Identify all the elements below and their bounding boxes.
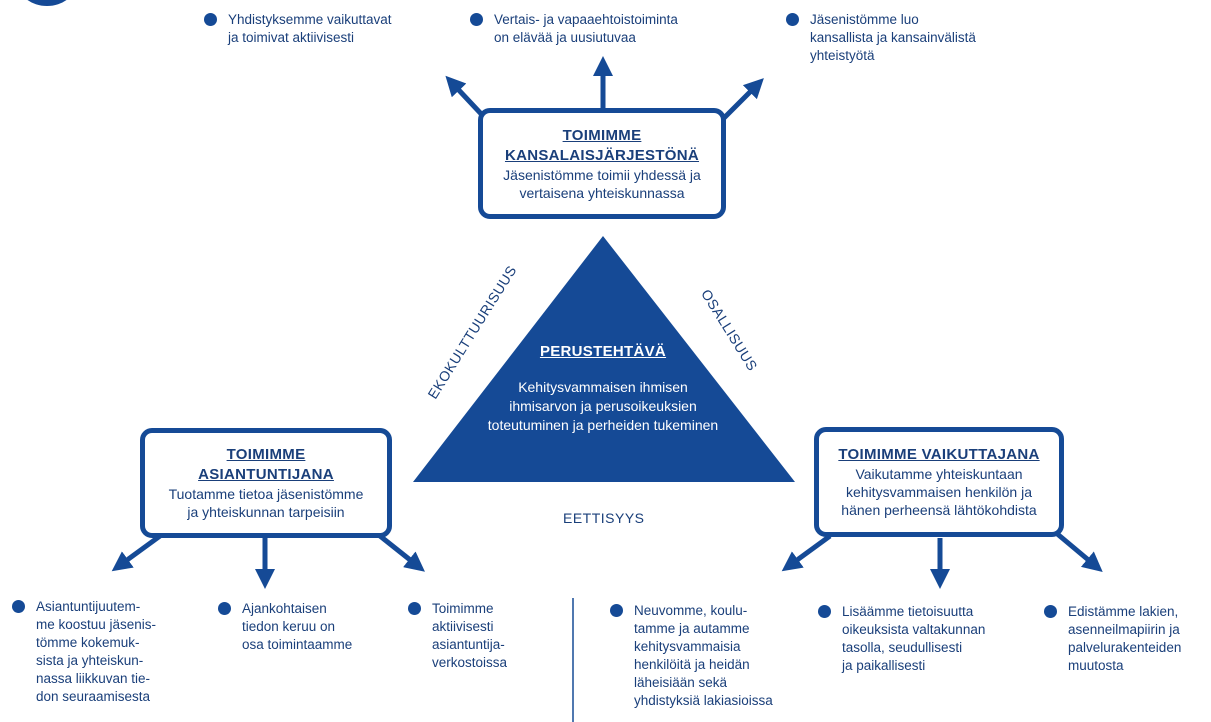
right-bullet-2: Lisäämme tietoisuutta oikeuksista valtak… <box>818 603 1028 675</box>
left-bullet-1: Asiantuntijuutem- me koostuu jäsenis- tö… <box>12 598 192 706</box>
right-bullet-1-text: Neuvomme, koulu- tamme ja autamme kehity… <box>634 603 773 708</box>
left-bullet-1-text: Asiantuntijuutem- me koostuu jäsenis- tö… <box>36 599 157 704</box>
triangle-title: PERUSTEHTÄVÄ <box>539 343 667 360</box>
left-bullet-3-text: Toimimme aktiivisesti asiantuntija- verk… <box>432 601 508 670</box>
top-bullet-2-text: Vertais- ja vapaaehtoistoiminta on elävä… <box>494 12 678 45</box>
bullet-dot-icon <box>408 602 421 615</box>
box-civic-organization: TOIMIMME KANSALAISJÄRJESTÖNÄ Jäsenistömm… <box>478 108 726 219</box>
arrow-left-1 <box>111 533 162 572</box>
top-bullet-1: Yhdistyksemme vaikuttavat ja toimivat ak… <box>204 11 424 47</box>
box-expert: TOIMIMME ASIANTUNTIJANA Tuotamme tietoa … <box>140 428 392 538</box>
organization-logo <box>18 0 76 6</box>
arrow-right-1 <box>781 533 832 572</box>
bullet-dot-icon <box>786 13 799 26</box>
right-bullet-3: Edistämme lakien, asenneilmapiirin ja pa… <box>1044 603 1209 675</box>
box-expert-body: Tuotamme tietoa jäsenistömme ja yhteisku… <box>168 486 364 520</box>
core-triangle <box>413 236 795 482</box>
bullet-dot-icon <box>470 13 483 26</box>
top-bullet-2: Vertais- ja vapaaehtoistoiminta on elävä… <box>470 11 710 47</box>
bullet-dot-icon <box>218 602 231 615</box>
triangle-content: PERUSTEHTÄVÄ Kehitysvammaisen ihmisen ih… <box>455 342 751 435</box>
arrow-left-3 <box>378 534 425 572</box>
box-expert-title-1: TOIMIMME <box>226 446 306 463</box>
bullet-dot-icon <box>1044 605 1057 618</box>
box-civic-title-1: TOIMIMME <box>562 126 642 144</box>
bullet-dot-icon <box>12 600 25 613</box>
right-bullet-2-text: Lisäämme tietoisuutta oikeuksista valtak… <box>842 604 986 673</box>
arrow-top-right <box>722 78 764 120</box>
left-bullet-3: Toimimme aktiivisesti asiantuntija- verk… <box>408 600 558 672</box>
box-expert-title-2: ASIANTUNTIJANA <box>198 466 334 483</box>
triangle-body: Kehitysvammaisen ihmisen ihmisarvon ja p… <box>487 379 719 433</box>
right-bullet-1: Neuvomme, koulu- tamme ja autamme kehity… <box>610 602 810 710</box>
box-civic-title-2: KANSALAISJÄRJESTÖNÄ <box>504 146 700 164</box>
left-bullet-2: Ajankohtaisen tiedon keruu on osa toimin… <box>218 600 398 654</box>
box-influencer-body: Vaikutamme yhteiskuntaan kehitysvammaise… <box>841 466 1037 518</box>
bullet-dot-icon <box>818 605 831 618</box>
right-bullet-3-text: Edistämme lakien, asenneilmapiirin ja pa… <box>1068 604 1182 673</box>
label-eettisyys: EETTISYYS <box>563 510 645 526</box>
box-influencer-title: TOIMIMME VAIKUTTAJANA <box>838 446 1040 463</box>
bullet-dot-icon <box>610 604 623 617</box>
bullet-dot-icon <box>204 13 217 26</box>
arrow-right-3 <box>1053 530 1103 572</box>
box-civic-body: Jäsenistömme toimii yhdessä ja vertaisen… <box>503 166 701 201</box>
top-bullet-3-text: Jäsenistömme luo kansallista ja kansainv… <box>810 12 976 63</box>
left-bullet-2-text: Ajankohtaisen tiedon keruu on osa toimin… <box>242 601 353 652</box>
top-bullet-3: Jäsenistömme luo kansallista ja kansainv… <box>786 11 1016 65</box>
box-influencer: TOIMIMME VAIKUTTAJANA Vaikutamme yhteisk… <box>814 427 1064 537</box>
top-bullet-1-text: Yhdistyksemme vaikuttavat ja toimivat ak… <box>228 12 392 45</box>
